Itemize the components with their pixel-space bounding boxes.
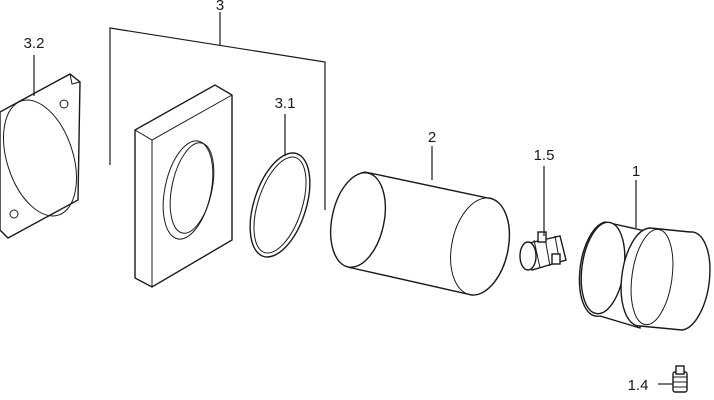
part-1-handle-knob — [578, 180, 711, 331]
label-3-1: 3.1 — [275, 95, 296, 112]
label-1: 1 — [632, 163, 640, 180]
label-2: 2 — [428, 129, 436, 146]
part-1-4-set-screw — [658, 365, 688, 393]
label-3: 3 — [216, 0, 224, 14]
group-3-bracket — [109, 12, 326, 210]
label-3-2: 3.2 — [24, 35, 45, 52]
part-1-5-adapter — [519, 166, 567, 271]
part-2-sleeve — [329, 146, 511, 296]
part-3-2-gasket-plate — [0, 55, 81, 239]
label-1-5: 1.5 — [534, 147, 555, 164]
label-1-4: 1.4 — [628, 377, 649, 394]
part-3-cover-plate — [134, 84, 233, 288]
part-3-1-o-ring — [249, 114, 311, 258]
